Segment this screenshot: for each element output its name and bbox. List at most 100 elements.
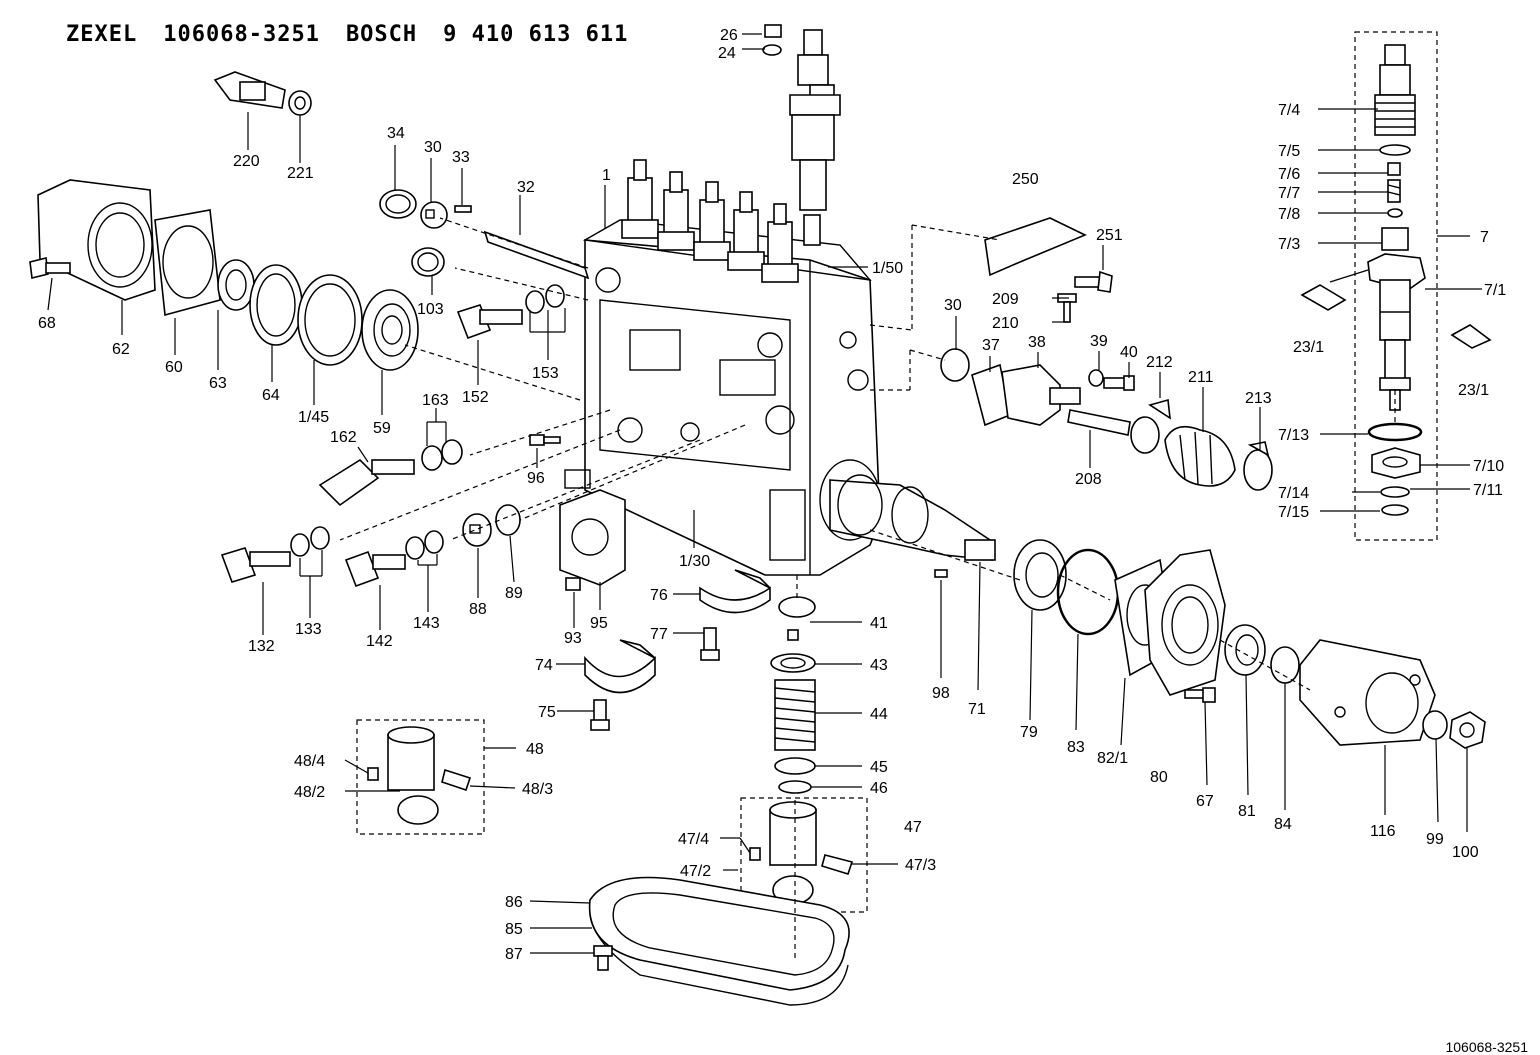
label-210: 210 <box>992 315 1019 332</box>
tappet-group-48-frame <box>356 719 485 835</box>
label-7-13: 7/13 <box>1278 427 1309 444</box>
o-ring-7-13 <box>1367 422 1423 442</box>
cap-30b <box>940 348 970 382</box>
washers-163 <box>421 439 463 471</box>
part-labels: 26 24 220 221 34 30 33 32 1 250 251 1/50… <box>38 27 1506 963</box>
bosch-part-number: 9 410 613 611 <box>443 22 629 47</box>
label-38: 38 <box>1028 334 1046 351</box>
label-34: 34 <box>387 125 405 142</box>
washer-84 <box>1270 646 1300 684</box>
label-46: 46 <box>870 780 888 797</box>
label-99: 99 <box>1426 831 1444 848</box>
o-ring-89 <box>495 504 521 536</box>
label-30b: 30 <box>944 297 962 314</box>
washer-221 <box>288 90 312 116</box>
label-48: 48 <box>526 741 544 758</box>
bolt-40 <box>1103 375 1135 391</box>
o-ring-83 <box>1056 548 1120 636</box>
label-98: 98 <box>932 685 950 702</box>
cap-30 <box>420 201 448 229</box>
sleeve-1-45 <box>297 274 363 366</box>
cover-250 <box>984 217 1087 277</box>
label-7-6: 7/6 <box>1278 166 1300 183</box>
top-delivery-valve <box>762 24 841 246</box>
label-96: 96 <box>527 470 545 487</box>
bolt-87 <box>593 945 613 971</box>
screw-75 <box>590 699 610 731</box>
seal-81 <box>1224 624 1266 676</box>
tappet-group-47-frame <box>740 797 868 913</box>
label-143: 143 <box>413 615 440 632</box>
label-209: 209 <box>992 291 1019 308</box>
label-74: 74 <box>535 657 553 674</box>
label-103: 103 <box>417 301 444 318</box>
plug-103 <box>411 247 445 277</box>
screw-77 <box>700 627 720 661</box>
label-76: 76 <box>650 587 668 604</box>
label-37: 37 <box>982 337 1000 354</box>
label-45: 45 <box>870 759 888 776</box>
label-59: 59 <box>373 420 391 437</box>
label-40: 40 <box>1120 344 1138 361</box>
washers-153 <box>525 284 565 314</box>
label-81: 81 <box>1238 803 1256 820</box>
delivery-valve-holders <box>621 159 799 283</box>
bottom-gasket-85 <box>589 914 849 1006</box>
bolt-132 <box>220 547 291 583</box>
label-153: 153 <box>532 365 559 382</box>
label-48-3: 48/3 <box>522 781 553 798</box>
label-7-8: 7/8 <box>1278 206 1300 223</box>
label-41: 41 <box>870 615 888 632</box>
bolt-68 <box>29 257 71 279</box>
cover-62 <box>37 179 156 301</box>
gasket-60 <box>154 209 221 317</box>
label-82-1: 82/1 <box>1097 750 1128 767</box>
label-23-1-right: 23/1 <box>1458 382 1489 399</box>
washers-133 <box>290 526 330 557</box>
cover-plate <box>559 489 626 586</box>
actuator-38 <box>1001 364 1081 426</box>
label-62: 62 <box>112 341 130 358</box>
label-7-11: 7/11 <box>1473 482 1503 499</box>
bearing-79 <box>1013 539 1067 611</box>
spring-44 <box>774 679 816 751</box>
label-251: 251 <box>1096 227 1123 244</box>
label-250: 250 <box>1012 171 1039 188</box>
label-43: 43 <box>870 657 888 674</box>
zexel-part-number: 106068-3251 <box>163 22 320 47</box>
clip-212 <box>1130 398 1171 454</box>
clip-213 <box>1243 441 1273 491</box>
label-211: 211 <box>1188 369 1214 386</box>
label-60: 60 <box>165 359 183 376</box>
pin-33 <box>454 205 472 213</box>
label-47-2: 47/2 <box>680 863 711 880</box>
screw-67 <box>1184 687 1216 703</box>
drawing-code: 106068-3251 <box>1445 1039 1528 1055</box>
label-75: 75 <box>538 704 556 721</box>
key-98 <box>934 569 948 578</box>
label-7-4: 7/4 <box>1278 102 1300 119</box>
label-86: 86 <box>505 894 523 911</box>
washers-143 <box>405 530 444 560</box>
label-220: 220 <box>233 153 260 170</box>
flange-116 <box>1299 639 1436 746</box>
label-7-5: 7/5 <box>1278 143 1300 160</box>
label-48-2: 48/2 <box>294 784 325 801</box>
label-71: 71 <box>968 701 986 718</box>
label-47-3: 47/3 <box>905 857 936 874</box>
label-221: 221 <box>287 165 314 182</box>
bracket-23-1-right <box>1450 324 1492 349</box>
camshaft <box>829 474 996 561</box>
label-7-1: 7/1 <box>1484 282 1506 299</box>
seat-43 <box>770 653 816 673</box>
label-33: 33 <box>452 149 470 166</box>
seat-45 <box>774 757 816 775</box>
label-30: 30 <box>424 139 442 156</box>
label-152: 152 <box>462 389 489 406</box>
label-83: 83 <box>1067 739 1085 756</box>
bolt-251 <box>1074 270 1113 293</box>
label-32: 32 <box>517 179 535 196</box>
label-89: 89 <box>505 585 523 602</box>
label-1: 1 <box>602 167 611 184</box>
